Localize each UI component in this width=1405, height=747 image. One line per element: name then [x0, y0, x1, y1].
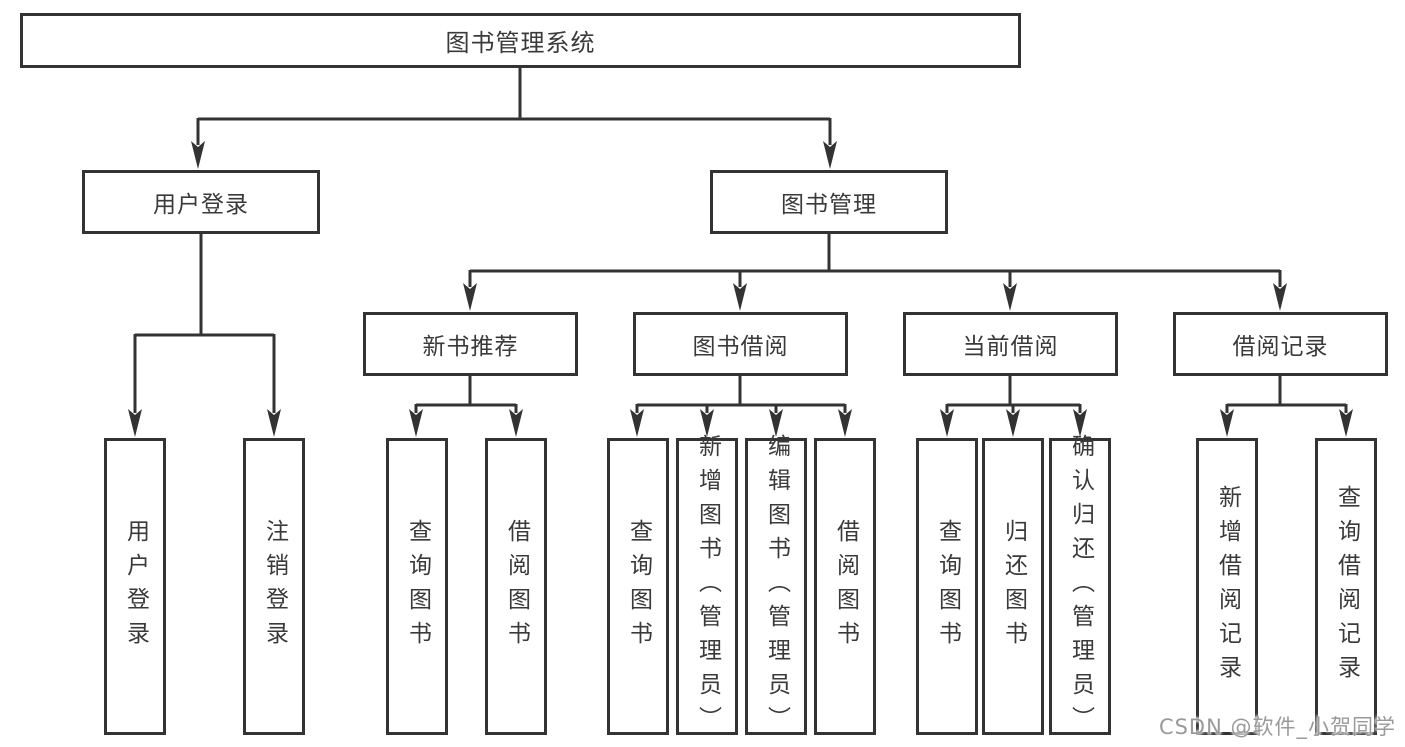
arrowhead — [509, 409, 523, 437]
node-leaf-query-books-borrowing: 查询图书 — [607, 438, 669, 735]
node-label: 图书管理 — [781, 192, 877, 218]
node-label: 查询图书 — [404, 518, 431, 655]
arrowhead — [700, 409, 714, 437]
node-label: 图书借阅 — [692, 334, 789, 360]
arrowhead — [409, 409, 423, 437]
node-label: 查询图书 — [934, 518, 961, 655]
arrowhead — [1003, 283, 1017, 311]
arrowhead — [463, 283, 477, 311]
arrowhead — [1220, 409, 1234, 437]
node-leaf-return-books: 归还图书 — [982, 438, 1044, 735]
arrowhead — [1073, 409, 1087, 437]
arrowhead — [267, 409, 281, 437]
arrowheads — [128, 141, 1353, 437]
node-leaf-query-books-current: 查询图书 — [916, 438, 978, 735]
node-leaf-add-books-admin: 新增图书（管理员） — [676, 434, 738, 740]
node-label: 当前借阅 — [962, 334, 1059, 360]
node-borrowing-records: 借阅记录 — [1173, 312, 1388, 376]
node-leaf-logout: 注销登录 — [243, 438, 305, 735]
arrowhead — [630, 409, 644, 437]
arrowhead — [769, 409, 783, 437]
arrowhead — [823, 141, 837, 169]
arrowhead — [1006, 409, 1020, 437]
node-new-book-recommend: 新书推荐 — [363, 312, 578, 376]
arrowhead — [128, 409, 142, 437]
node-label: 用户登录 — [122, 518, 149, 655]
node-label: 图书管理系统 — [445, 29, 596, 57]
csdn-watermark: CSDN @软件_小贺同学 — [1158, 715, 1396, 739]
node-user-login: 用户登录 — [82, 170, 320, 234]
arrowhead — [838, 409, 852, 437]
node-label: 借阅图书 — [503, 518, 530, 655]
node-label: 新增图书（管理员） — [694, 433, 721, 740]
node-label: 借阅记录 — [1232, 334, 1329, 360]
node-leaf-query-books-recommend: 查询图书 — [386, 438, 448, 735]
connector-strokes — [133, 67, 1348, 413]
node-label: 新增借阅记录 — [1214, 484, 1241, 689]
node-label: 确认归还（管理员） — [1067, 433, 1094, 740]
node-book-management: 图书管理 — [710, 170, 948, 234]
arrowhead — [1339, 409, 1353, 437]
arrowhead — [733, 283, 747, 311]
node-label: 查询借阅记录 — [1333, 484, 1360, 689]
node-label: 归还图书 — [1000, 518, 1027, 655]
node-leaf-confirm-return-admin: 确认归还（管理员） — [1049, 434, 1111, 740]
node-label: 新书推荐 — [422, 334, 519, 360]
arrowhead — [1273, 283, 1287, 311]
node-leaf-borrow-books-recommend: 借阅图书 — [485, 438, 547, 735]
node-label: 注销登录 — [261, 518, 288, 655]
node-leaf-user-login: 用户登录 — [104, 438, 166, 735]
node-label: 查询图书 — [625, 518, 652, 655]
node-current-borrowing: 当前借阅 — [903, 312, 1118, 376]
node-leaf-add-borrow-record: 新增借阅记录 — [1196, 438, 1258, 735]
node-leaf-edit-books-admin: 编辑图书（管理员） — [745, 434, 807, 740]
node-label: 编辑图书（管理员） — [763, 433, 790, 740]
node-book-borrowing: 图书借阅 — [633, 312, 848, 376]
node-leaf-borrow-books: 借阅图书 — [814, 438, 876, 735]
node-label: 用户登录 — [153, 192, 249, 218]
node-label: 借阅图书 — [832, 518, 859, 655]
node-leaf-query-borrow-record: 查询借阅记录 — [1315, 438, 1377, 735]
arrowhead — [191, 141, 205, 169]
arrowhead — [940, 409, 954, 437]
node-library-management-system: 图书管理系统 — [20, 13, 1021, 68]
